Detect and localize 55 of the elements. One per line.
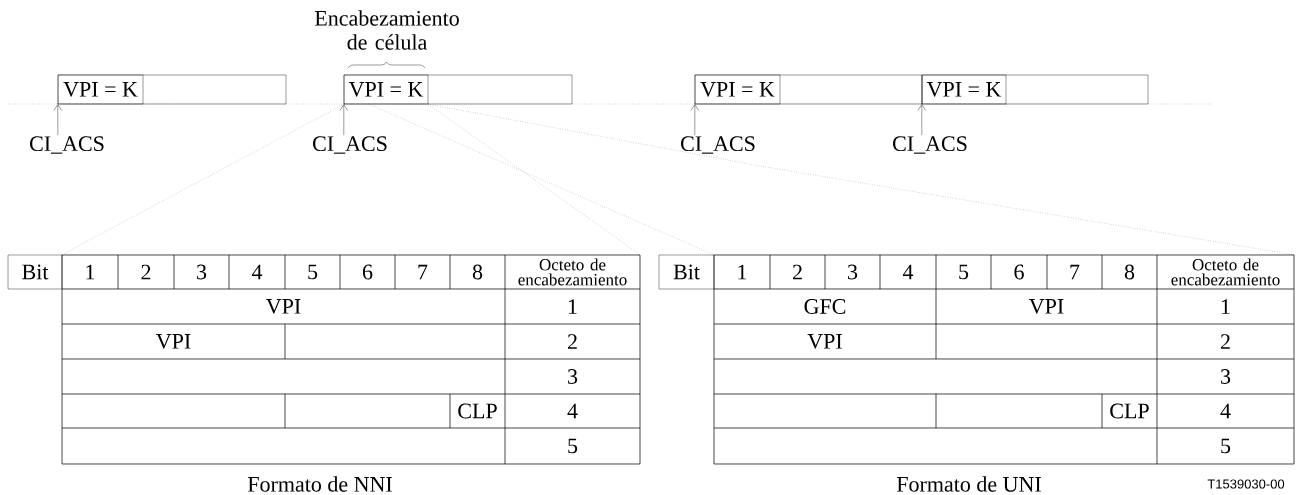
header-cell: Octeto de encabezamiento (504, 254, 641, 290)
header-cell: 6 (990, 254, 1048, 290)
zoom-line (61, 104, 344, 255)
header-box: VPI = K (343, 74, 429, 105)
table-cell: 5 (504, 427, 641, 465)
header-cell: 3 (824, 254, 881, 290)
table-cell: 5 (1156, 427, 1295, 465)
header-box: VPI = K (57, 74, 144, 105)
table-cell: CLP (449, 393, 506, 429)
signal-label: CI_ACS (893, 136, 967, 154)
header-cell: 5 (935, 254, 992, 290)
table-cell: 2 (1156, 323, 1295, 360)
table-cell: 1 (1156, 288, 1295, 325)
header-cell: Bit (7, 254, 63, 290)
table-cell: VPI (61, 323, 286, 360)
table-cell: GFC (713, 288, 937, 325)
header-cell: Octeto de encabezamiento (1156, 254, 1295, 290)
signal-label: CI_ACS (681, 136, 755, 154)
header-cell: 5 (284, 254, 341, 290)
table-cell: VPI (61, 288, 506, 325)
table-cell: 3 (1156, 358, 1295, 395)
heading-label: Encabezamiento de célula (314, 10, 459, 50)
zoom-line (368, 104, 714, 255)
pointer-arrow (53, 104, 62, 136)
pointer-arrow (917, 104, 926, 136)
header-cell: 8 (449, 254, 506, 290)
header-cell: Bit (658, 254, 715, 290)
pointer-arrow (339, 104, 348, 136)
header-cell: 1 (61, 254, 119, 290)
table-cell: VPI (713, 323, 937, 360)
table-cell: 4 (1156, 393, 1295, 429)
table-cell: VPI (935, 288, 1158, 325)
header-cell: 7 (1046, 254, 1103, 290)
signal-label: CI_ACS (313, 136, 387, 154)
table-caption: Formato de UNI (896, 476, 1041, 492)
table-cell: 3 (504, 358, 641, 395)
header-cell: 6 (339, 254, 396, 290)
header-cell: 2 (117, 254, 175, 290)
figure-code: T1539030-00 (1207, 479, 1285, 489)
table-cell: 2 (504, 323, 641, 360)
table-cell: CLP (1101, 393, 1158, 429)
header-cell: 7 (394, 254, 451, 290)
header-cell: 1 (713, 254, 771, 290)
pointer-arrow (690, 104, 699, 136)
header-cell: 2 (769, 254, 826, 290)
signal-label: CI_ACS (30, 136, 104, 154)
table-cell: 4 (504, 393, 641, 429)
header-cell: 4 (228, 254, 286, 290)
table-cell: 1 (504, 288, 641, 325)
header-box: VPI = K (921, 74, 1007, 105)
table-caption: Formato de NNI (247, 476, 392, 492)
header-cell: 3 (173, 254, 230, 290)
header-cell: 8 (1101, 254, 1158, 290)
header-box: VPI = K (694, 74, 781, 105)
header-cell: 4 (879, 254, 937, 290)
